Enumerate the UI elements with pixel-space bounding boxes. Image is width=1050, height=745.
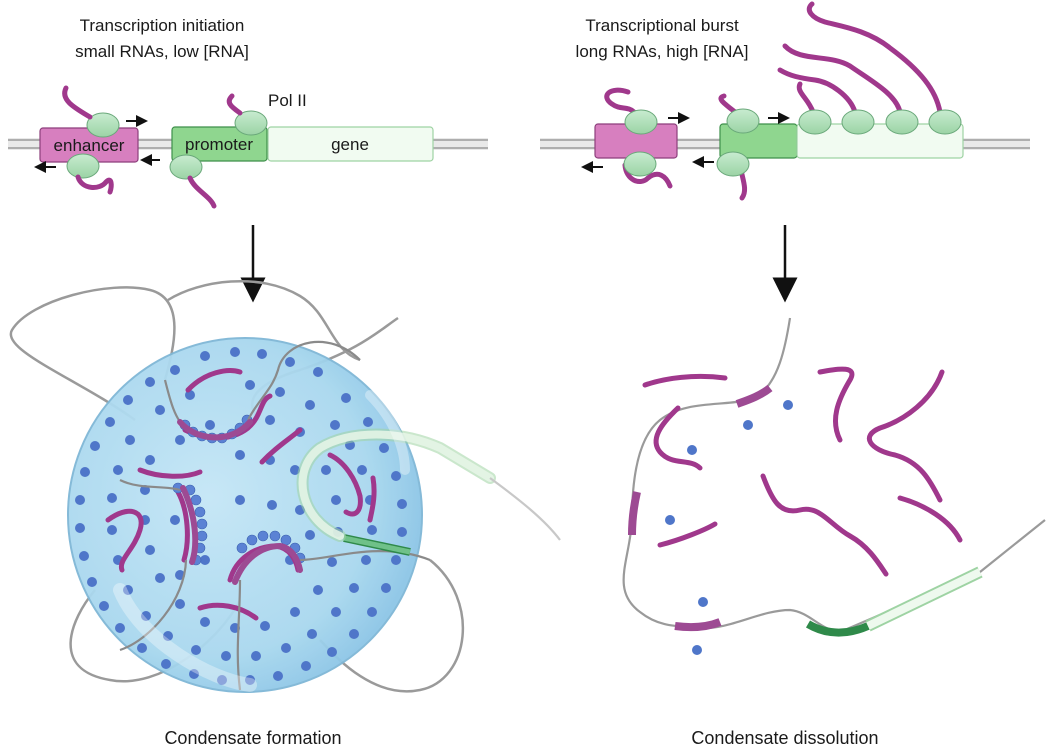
promoter-box	[171, 126, 268, 162]
enhancer-segment	[628, 491, 641, 536]
rna-strand	[897, 495, 963, 543]
pol-ii-blob	[86, 112, 120, 138]
right-title-line1: Transcriptional burst	[585, 16, 739, 35]
rna-strand	[777, 67, 858, 115]
chromatin-tail	[489, 477, 561, 541]
left-title-line2: small RNAs, low [RNA]	[75, 42, 249, 61]
rna-strand	[604, 87, 637, 115]
direction-arrows-left	[34, 115, 160, 173]
pol-ii-blob	[726, 108, 760, 134]
promoter-segment	[805, 620, 870, 637]
left-title-line1: Transcription initiation	[80, 16, 245, 35]
enhancer-segment	[177, 419, 253, 441]
direction-arrows-right	[581, 112, 790, 173]
rna-strand	[782, 43, 903, 115]
pol-ii-blob	[928, 109, 962, 135]
rna-strand	[187, 175, 217, 209]
gene-label: gene	[331, 135, 369, 154]
rna-strand	[226, 93, 243, 116]
left-title: Transcription initiation small RNAs, low…	[75, 16, 249, 61]
chromatin-inside	[119, 340, 431, 691]
pol-ii-label: Pol II	[268, 91, 307, 110]
rna-strand	[806, 1, 943, 115]
rna-strand	[760, 473, 889, 577]
rna-strand	[817, 366, 855, 443]
rna-strand	[657, 521, 718, 548]
droplet-highlight	[113, 583, 257, 692]
free-protein-dots	[665, 400, 793, 655]
promoter-segment-fill	[343, 535, 411, 555]
pol-ii-blob	[623, 151, 657, 177]
pol-ii-blob	[716, 151, 750, 177]
protein-dot-field	[75, 347, 407, 685]
rna-strand	[62, 85, 93, 120]
pol-ii-blob	[841, 109, 875, 135]
droplet-highlight	[365, 390, 410, 475]
dissolution-scene	[622, 317, 1046, 655]
enhancer-segment	[180, 485, 199, 565]
enhancer-segment	[674, 618, 722, 632]
rna-strand	[653, 405, 703, 471]
condensate-droplet	[9, 280, 561, 693]
rna-strand	[175, 489, 190, 563]
free-rna-group	[642, 366, 963, 577]
long-rna-group	[604, 1, 943, 201]
pol-ii-blob	[234, 110, 268, 136]
pol-ii-blob	[798, 109, 832, 135]
rna-strand	[642, 373, 728, 388]
gene-segment-fill	[866, 568, 982, 630]
right-caption: Condensate dissolution	[691, 728, 878, 745]
pol-ii-blob	[169, 154, 203, 180]
rna-strand	[185, 368, 243, 393]
rna-strand	[137, 467, 203, 479]
gene-box	[267, 126, 434, 162]
pol-ii-blob	[624, 109, 658, 135]
rna-strand	[105, 508, 144, 573]
right-title-line2: long RNAs, high [RNA]	[576, 42, 749, 61]
rna-strand	[259, 427, 303, 465]
enhancer-segment	[735, 384, 773, 408]
rna-strand	[197, 602, 259, 621]
rna-strand	[75, 174, 114, 195]
rna-strand	[866, 369, 945, 503]
rna-strand	[796, 81, 816, 115]
rna-strand	[622, 162, 673, 189]
rna-strand	[327, 452, 363, 517]
enhancer-segment	[232, 542, 303, 585]
chromatin-strand	[622, 317, 1046, 634]
right-title: Transcriptional burst long RNAs, high [R…	[576, 16, 749, 61]
rna-strand	[367, 475, 377, 523]
pol-ii-blob	[885, 109, 919, 135]
short-rna-group	[62, 85, 243, 209]
enhancer-label: enhancer	[54, 136, 125, 155]
gene-segment-fill	[298, 430, 494, 540]
promoter-label: promoter	[185, 135, 253, 154]
gene-box-right	[796, 123, 964, 159]
rna-strand	[718, 93, 738, 115]
left-caption: Condensate formation	[164, 728, 341, 745]
pol-ii-blob	[66, 153, 100, 179]
